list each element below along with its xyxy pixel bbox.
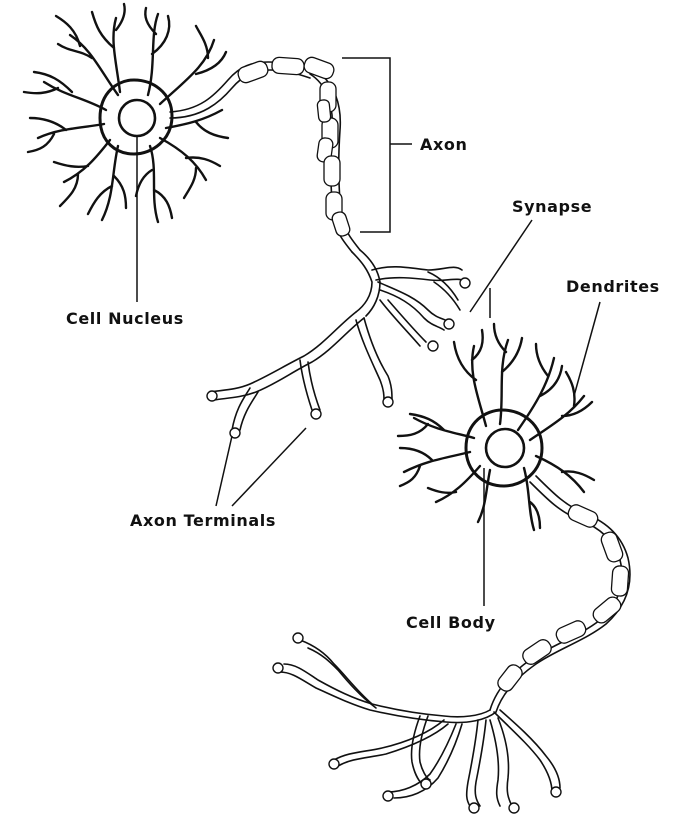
dendrites-leader (574, 302, 600, 396)
neuron-2-axon-terminal-branches (280, 640, 560, 806)
neuron-2-dendrites (398, 324, 594, 530)
axon-bracket (342, 58, 412, 232)
axon-label: Axon (420, 135, 468, 154)
neuron-1-axon-terminal-branches (210, 250, 466, 430)
dendrites-label: Dendrites (566, 277, 660, 296)
neuron-2-nucleus (486, 429, 524, 467)
cell-nucleus-label: Cell Nucleus (66, 309, 184, 328)
neuron-1 (24, 4, 470, 438)
axon-terminals-leader (216, 428, 306, 506)
neuron-2-myelin-sheath (495, 503, 629, 694)
neuron-1-myelin-sheath (236, 55, 351, 237)
neuron-1-terminal-knobs (207, 278, 470, 438)
axon-terminals-label: Axon Terminals (130, 511, 276, 530)
synapse-leader (470, 220, 532, 318)
neuron-2 (273, 324, 630, 813)
cell-body-label: Cell Body (406, 613, 496, 632)
synapse-label: Synapse (512, 197, 592, 216)
neuron-1-nucleus (119, 100, 155, 136)
